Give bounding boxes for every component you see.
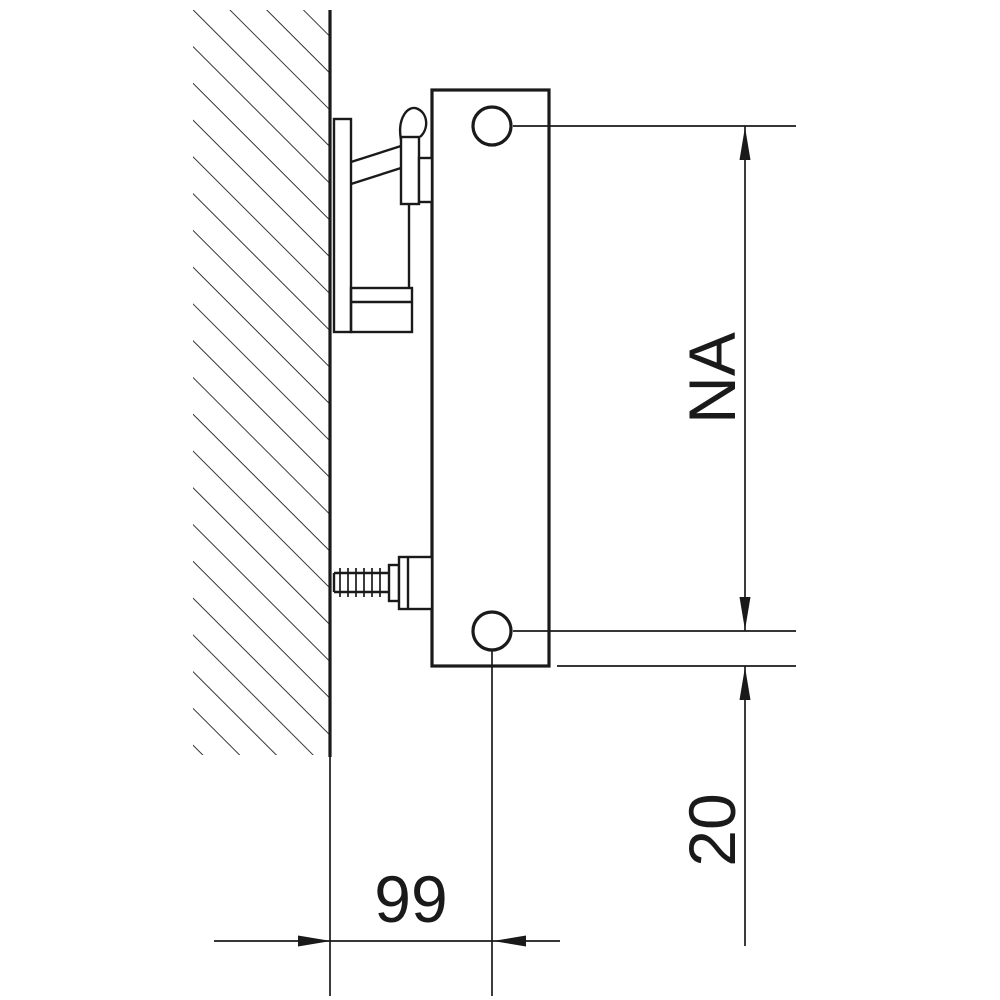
arrow-right-icon	[298, 935, 331, 947]
arrow-up-icon	[739, 667, 751, 700]
arrow-left-icon	[493, 935, 526, 947]
bracket-wall-rail	[332, 117, 353, 334]
radiator	[430, 88, 551, 668]
wall-section	[193, 10, 332, 757]
top-pipe-connection	[471, 105, 513, 147]
radiator-hanger-lug	[417, 156, 434, 204]
dimension-99: 99	[214, 650, 560, 996]
bracket-foot	[349, 286, 414, 334]
ninety-nine-dimension-label: 99	[374, 862, 447, 936]
bracket-front-strip	[399, 135, 421, 206]
top-mounting-bracket	[332, 106, 434, 334]
fixing-block	[397, 555, 434, 611]
screw-collar	[387, 563, 401, 603]
dimension-20: 20	[557, 665, 796, 946]
na-dimension-label: NA	[675, 332, 749, 424]
bracket-hook	[398, 106, 428, 141]
arrow-down-icon	[739, 597, 751, 630]
bottom-pipe-connection	[471, 610, 513, 652]
bottom-fixing	[332, 555, 434, 611]
twenty-dimension-label: 20	[675, 793, 749, 866]
dimension-na: NA	[513, 125, 796, 632]
screw-thread-ticks	[339, 568, 381, 597]
radiator-body	[430, 88, 551, 668]
bracket-arm	[350, 144, 402, 186]
wall-hatching	[193, 10, 330, 755]
pipe-connections	[471, 105, 513, 652]
arrow-up-icon	[739, 127, 751, 160]
